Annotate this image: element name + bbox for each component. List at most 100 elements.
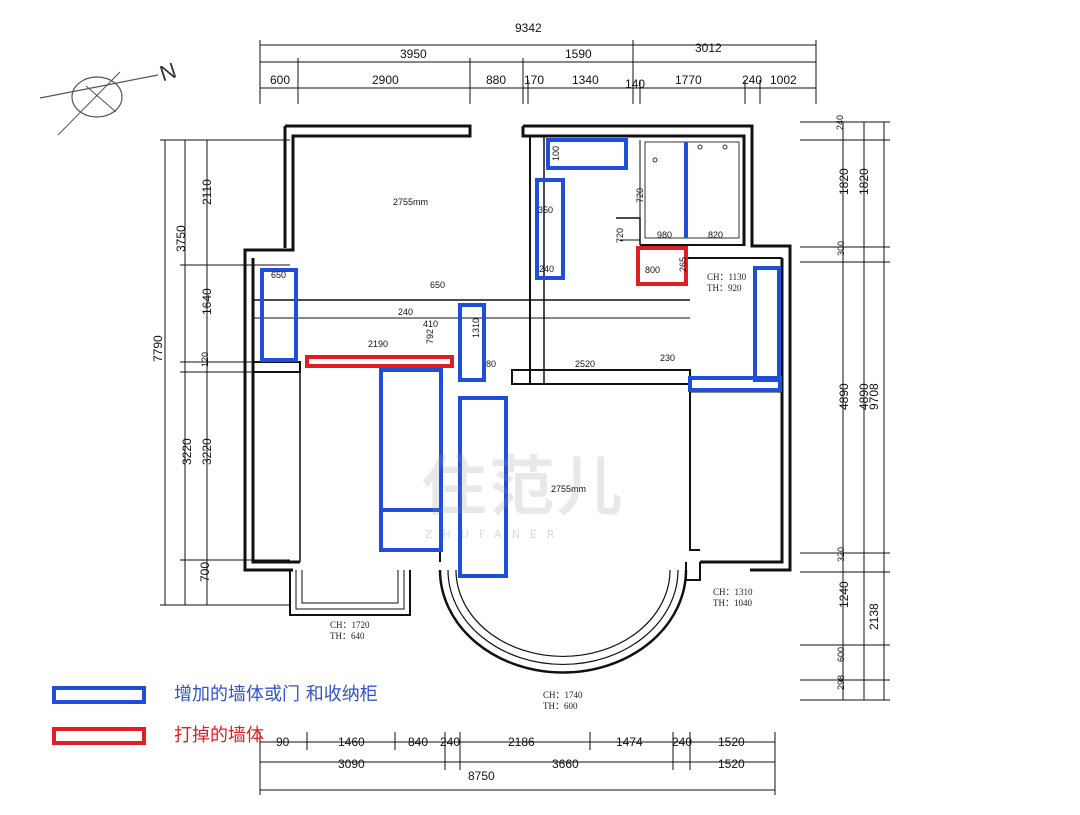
compass-icon: N (39, 58, 180, 136)
dim-bottom-row1-5: 2186 (508, 735, 535, 749)
inner-dim-80: 80 (486, 359, 496, 369)
legend-added-swatch (52, 686, 146, 704)
dim-right-11: 600 (836, 647, 846, 662)
dim-left-4: 120 (200, 352, 210, 367)
compass-north-label: N (157, 58, 180, 87)
window-note-3-th: TH：1040 (713, 598, 752, 608)
dim-left-2: 2110 (200, 179, 214, 205)
inner-dim-720b: 720 (615, 228, 625, 243)
dim-right-3: 1820 (857, 168, 871, 195)
dim-top-row3-3: 880 (486, 73, 506, 87)
inner-dim-650: 650 (430, 280, 445, 290)
inner-dim-650b: 650 (271, 270, 286, 280)
added-cabinet-3 (260, 268, 298, 362)
removed-wall-1 (636, 246, 688, 286)
dim-top-row3-9: 1002 (770, 73, 797, 87)
dim-bottom-total: 8750 (468, 769, 495, 783)
inner-dim-230: 230 (660, 353, 675, 363)
dim-right-1: 240 (835, 115, 845, 130)
window-note-4-th: TH：600 (543, 701, 578, 711)
inner-dim-350: 350 (538, 205, 553, 215)
added-walls-cabinets (260, 138, 782, 578)
dim-right-8: 320 (836, 547, 846, 562)
dim-bottom-row1-6: 1474 (616, 735, 643, 749)
inner-dim-800: 800 (645, 265, 660, 275)
window-note-2-th: TH：640 (330, 631, 365, 641)
added-cabinet-2 (535, 178, 565, 280)
window-note-3-ch: CH：1310 (713, 587, 753, 597)
window-note-1-ch: CH：1130 (707, 272, 747, 282)
dim-right-9: 1240 (837, 581, 851, 608)
bathroom-fixtures (644, 141, 740, 239)
dim-bottom-row1-7: 240 (672, 735, 692, 749)
legend-added-label: 增加的墙体或门 和收纳柜 (174, 684, 378, 705)
dim-top-row3-1: 600 (270, 73, 290, 87)
dim-right-12: 298 (836, 675, 846, 690)
dim-left-total: 7790 (151, 335, 165, 362)
inner-dim-720a: 720 (635, 188, 645, 203)
ceiling-height-1: 2755mm (393, 197, 428, 207)
watermark-subtitle: ZHUFANER (425, 528, 565, 541)
dim-top-row2-3: 3012 (695, 41, 722, 55)
inner-dim-792: 792 (425, 329, 435, 344)
added-cabinet-1 (546, 138, 628, 170)
watermark-logo: 住范儿 (422, 451, 626, 525)
dim-right-10: 2138 (867, 603, 881, 630)
window-note-1-th: TH：920 (707, 283, 742, 293)
window-note-2-ch: CH：1720 (330, 620, 370, 630)
dim-left-1: 3750 (174, 225, 188, 252)
dim-top-row3-8: 240 (742, 73, 762, 87)
dim-top-row2-2: 1590 (565, 47, 592, 61)
dim-bottom-row2-1: 3090 (338, 757, 365, 771)
dim-bottom-row1-1: 90 (276, 735, 290, 749)
bottom-dimensions (259, 732, 776, 795)
dim-top-row3-2: 2900 (372, 73, 399, 87)
dim-top-row2-1: 3950 (400, 47, 427, 61)
inner-dim-2520: 2520 (575, 359, 595, 369)
ceiling-height-2: 2755mm (551, 484, 586, 494)
inner-dim-2190: 2190 (368, 339, 388, 349)
dim-bottom-row1-8: 1520 (718, 735, 745, 749)
left-dimensions (160, 139, 290, 606)
dim-right-6: 4890 (857, 383, 871, 410)
dim-right-7: 9708 (867, 383, 881, 410)
inner-dim-240b: 240 (539, 264, 554, 274)
dim-bottom-row2-3: 1520 (718, 757, 745, 771)
inner-dim-820: 820 (708, 230, 723, 240)
removed-walls (305, 246, 688, 368)
dim-right-5: 4890 (837, 383, 851, 410)
dim-bottom-row1-3: 840 (408, 735, 428, 749)
dim-bottom-row1-4: 240 (440, 735, 460, 749)
inner-dim-1310: 1310 (471, 318, 481, 338)
dim-top-row3-5: 1340 (572, 73, 599, 87)
added-cabinet-4 (458, 303, 486, 382)
top-dimensions (259, 40, 817, 104)
removed-wall-2 (305, 355, 454, 368)
dim-left-6: 3220 (200, 438, 214, 465)
inner-dim-265: 265 (678, 257, 688, 272)
right-dimensions (800, 121, 890, 701)
added-cabinet-7 (379, 508, 443, 552)
inner-dim-980: 980 (657, 230, 672, 240)
dim-right-4: 300 (836, 241, 846, 256)
window-note-4-ch: CH：1740 (543, 690, 583, 700)
added-cabinet-8 (458, 396, 508, 578)
dim-top-total: 9342 (515, 21, 542, 35)
dim-left-5: 3220 (180, 438, 194, 465)
inner-dim-100: 100 (551, 146, 561, 161)
dim-left-7: 700 (198, 562, 212, 582)
legend-removed-label: 打掉的墙体 (174, 725, 264, 746)
exterior-walls (243, 124, 792, 674)
dim-top-row3-6: 140 (625, 77, 645, 91)
dim-bottom-row2-2: 3660 (552, 757, 579, 771)
inner-dim-240: 240 (398, 307, 413, 317)
added-wall-2 (688, 376, 782, 392)
dim-top-row3-7: 1770 (675, 73, 702, 87)
dim-left-3: 1640 (200, 288, 214, 315)
dim-bottom-row1-2: 1460 (338, 735, 365, 749)
legend-removed-swatch (52, 727, 146, 745)
dim-right-2: 1820 (837, 168, 851, 195)
dim-top-row3-4: 170 (524, 73, 544, 87)
added-cabinet-5 (753, 266, 781, 382)
